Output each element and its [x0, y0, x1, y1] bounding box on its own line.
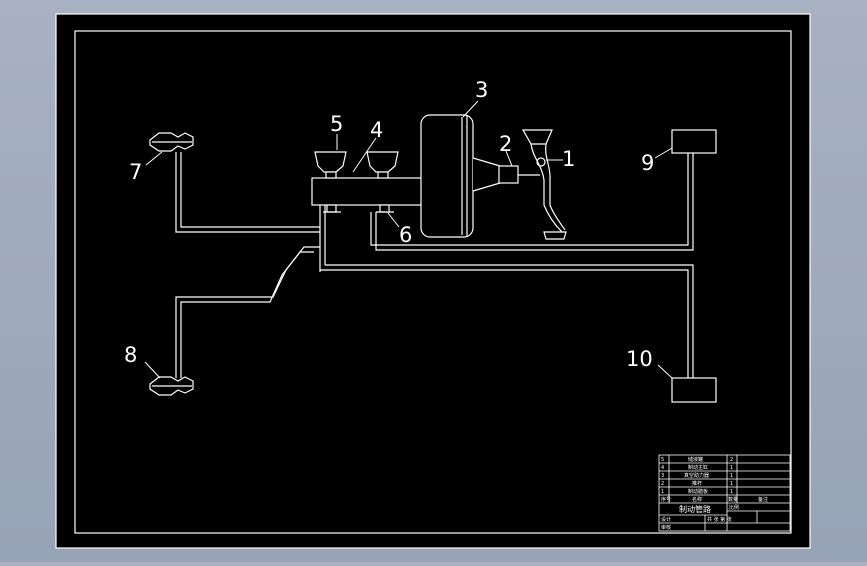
tb-row5-qty: 1 [730, 489, 733, 495]
tb-head-qty: 数量 [728, 496, 738, 503]
tb-scale-label: 比例 [729, 504, 739, 511]
master-cylinder [311, 151, 431, 213]
tb-sheet-label: 共 张 第 张 [707, 516, 732, 523]
tb-row3-qty: 1 [730, 473, 733, 479]
brake-line-9b [370, 152, 689, 246]
brake-line-7b [180, 152, 320, 228]
tb-row2-qty: 1 [730, 465, 733, 471]
tb-head-no: 序号 [661, 496, 671, 503]
callout-2: 2 [499, 132, 512, 156]
drawing-border [74, 30, 792, 534]
leader-lines [144, 100, 673, 379]
tb-head-spec: 备注 [758, 496, 768, 503]
wheel-caliper-7 [149, 132, 194, 152]
brake-line-8b [180, 251, 314, 378]
tb-checker-label: 审核 [661, 524, 671, 531]
brake-lines [175, 152, 694, 378]
wheel-unit-9 [671, 129, 717, 154]
tb-head-name: 名称 [692, 496, 702, 503]
callout-8: 8 [124, 343, 137, 367]
tb-row4-no: 2 [661, 481, 664, 487]
wheel-caliper-8 [149, 376, 194, 396]
tb-row3-name: 真空助力器 [684, 472, 709, 479]
tb-row5-no: 1 [661, 489, 664, 495]
vacuum-booster [420, 114, 540, 238]
tb-row4-name: 推杆 [692, 480, 702, 487]
callout-6: 6 [399, 223, 412, 247]
tb-row2-name: 制动主缸 [688, 464, 708, 471]
tb-designer-label: 设计 [661, 516, 671, 523]
tb-row1-no: 5 [661, 457, 664, 463]
tb-row3-no: 3 [661, 473, 664, 479]
callout-1: 1 [562, 147, 575, 171]
callout-5: 5 [330, 112, 343, 136]
brake-line-9 [375, 152, 694, 251]
tb-row4-qty: 1 [730, 481, 733, 487]
tb-row5-name: 制动踏板 [688, 488, 708, 495]
title-block: 5 储液罐 2 4 制动主缸 1 3 真空助力器 1 2 推杆 1 1 制动踏板… [658, 454, 791, 532]
tb-row1-qty: 2 [730, 457, 733, 463]
drawing-sheet [55, 13, 811, 549]
callout-4: 4 [370, 118, 383, 142]
brake-line-10 [325, 264, 694, 378]
callout-7: 7 [129, 160, 142, 184]
tb-row2-no: 4 [661, 465, 664, 471]
tb-drawing-title: 制动管路 [679, 504, 711, 514]
tb-row1-name: 储液罐 [688, 456, 703, 463]
callout-9: 9 [641, 151, 654, 175]
callout-3: 3 [475, 78, 488, 102]
brake-pedal [521, 129, 567, 240]
brake-line-7 [175, 152, 320, 233]
brake-line-8 [175, 246, 320, 378]
wheel-unit-10 [671, 377, 717, 403]
brake-line-10b [320, 269, 689, 378]
callout-10: 10 [626, 347, 653, 371]
